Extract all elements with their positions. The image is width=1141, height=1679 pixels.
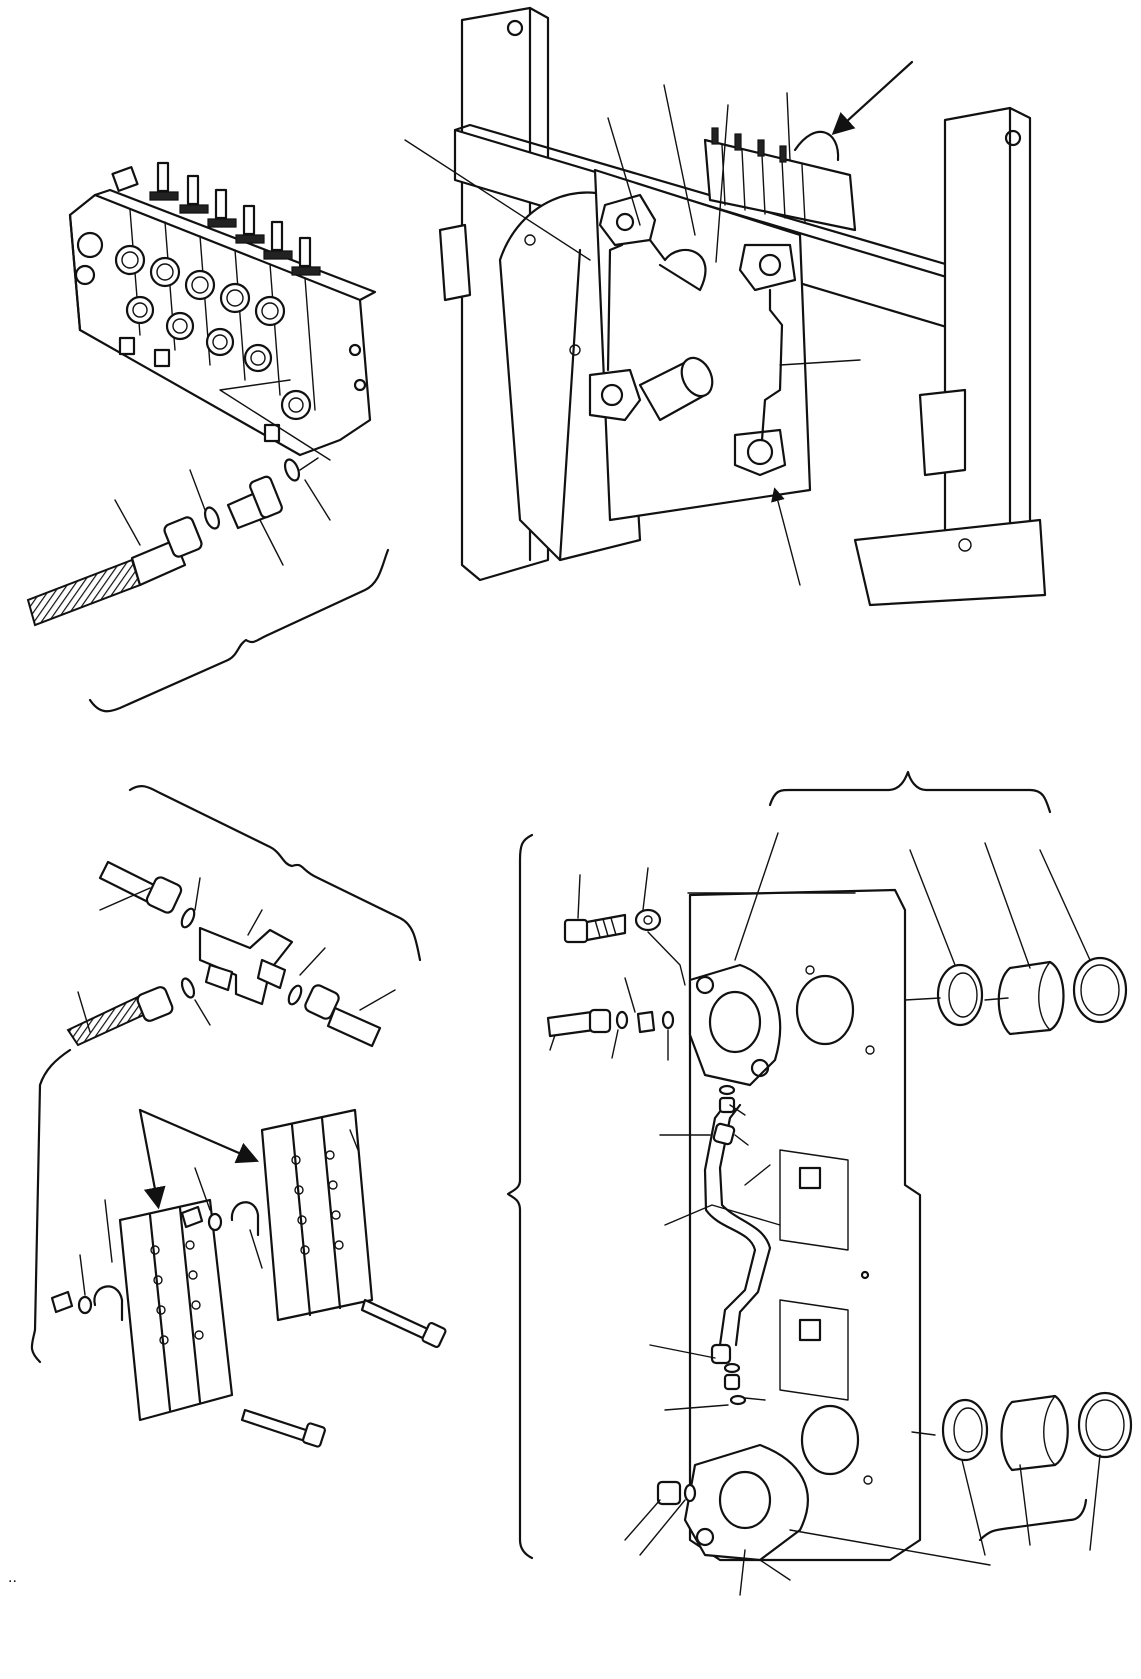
o-ring-icon [683, 1483, 697, 1503]
tee-fitting [198, 926, 294, 1006]
flange-icon [588, 193, 797, 477]
o-ring-icon [180, 977, 196, 999]
flange-icon [683, 1443, 809, 1562]
o-ring-icon [283, 458, 301, 482]
arrow-icon [138, 1108, 166, 1210]
top-control-valve [703, 127, 857, 232]
o-ring-icon [203, 506, 221, 530]
arrow-icon [771, 487, 801, 586]
tee-fitting-view [30, 785, 447, 1448]
flange-plate-view [506, 770, 1133, 1596]
o-ring-icon [661, 1010, 675, 1030]
flange-icon [688, 963, 782, 1087]
corner-mark: .. [8, 1569, 17, 1586]
control-valve-view [26, 161, 390, 713]
seal-ring-icon [936, 956, 1128, 1036]
spool-levers [149, 161, 321, 276]
washer-icon [77, 1212, 223, 1315]
hose-assembly [26, 458, 301, 627]
hose-icon [326, 1006, 382, 1048]
arrow-icon [831, 60, 914, 135]
seal-ring-icon [941, 1391, 1133, 1472]
bolt-icon [240, 1298, 447, 1448]
o-ring-icon [180, 907, 196, 929]
bolt-icon [563, 913, 627, 944]
o-ring-icon [615, 1010, 629, 1030]
control-valve-body [68, 161, 377, 457]
clamp-icon [118, 1108, 374, 1422]
washer-icon [634, 908, 662, 932]
o-ring-icon [287, 984, 303, 1006]
frame-assembly-view [404, 6, 1047, 607]
arrow-icon [138, 1108, 260, 1164]
